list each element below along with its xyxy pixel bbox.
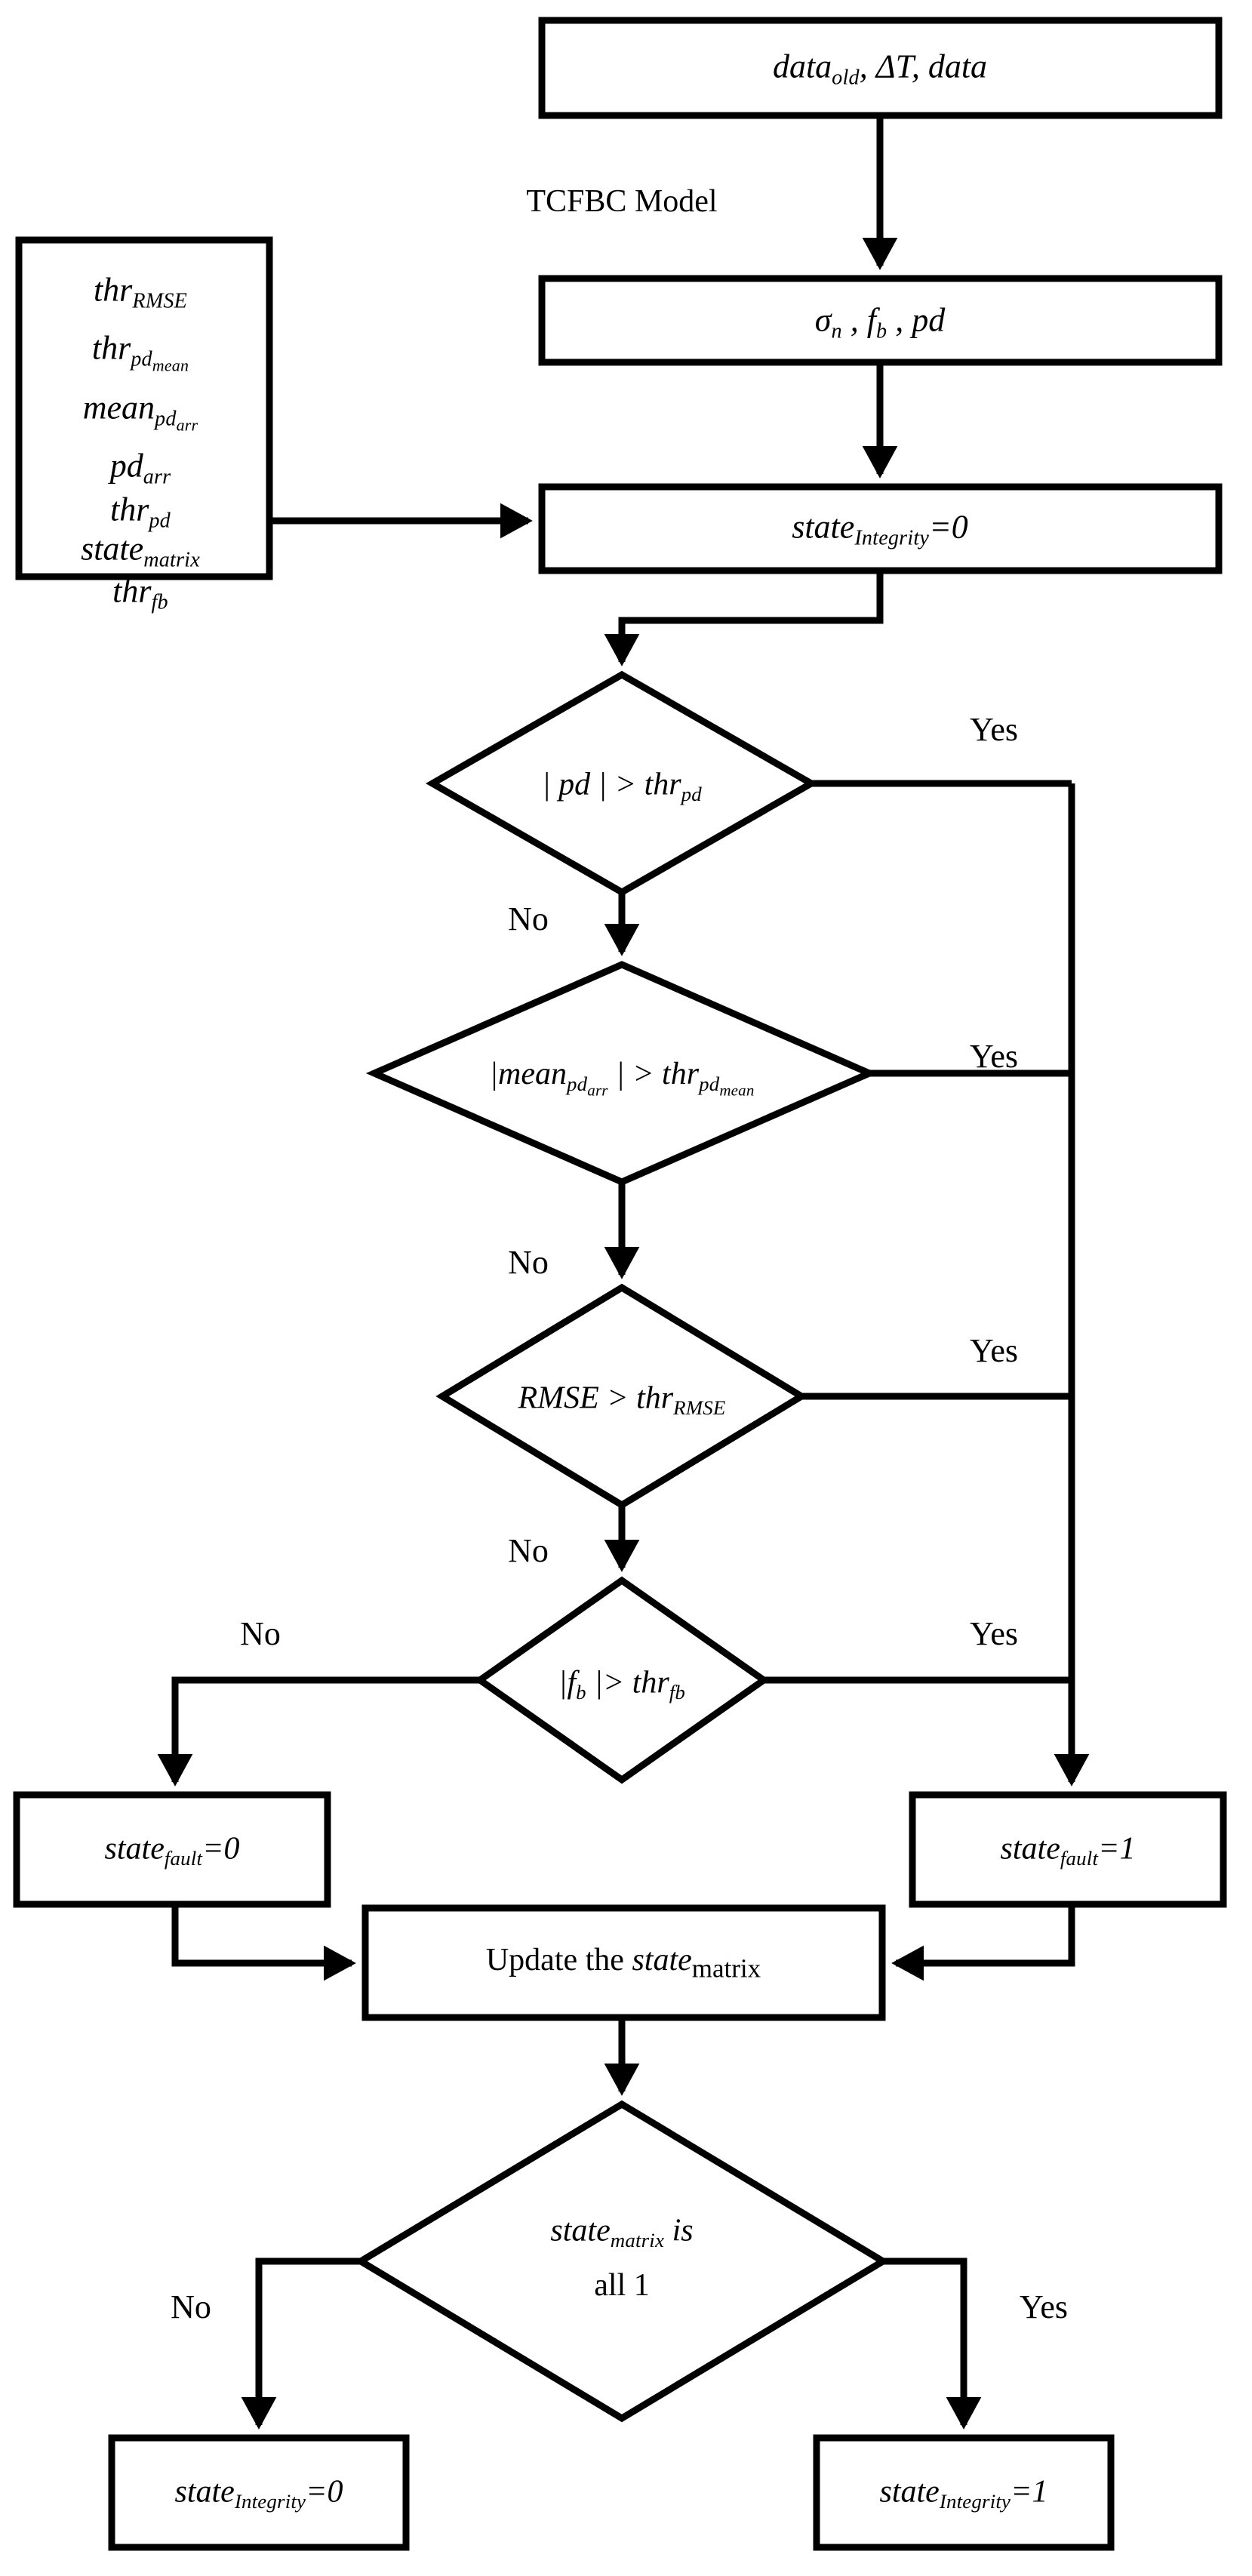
edge-label-rmse-no: No xyxy=(508,1531,549,1569)
tcfbc-model-label: TCFBC Model xyxy=(526,183,718,219)
integrity-one-box-label: stateIntegrity=1 xyxy=(879,2474,1048,2513)
fault-zero-box-label: statefault=0 xyxy=(104,1831,240,1870)
edge-fault-zero-to-update xyxy=(171,1904,356,1981)
decision-all-one-shape xyxy=(354,2100,890,2423)
decision-rmse-label: RMSE > thrRMSE xyxy=(518,1380,726,1420)
edge-fault-one-to-update xyxy=(891,1904,1075,1981)
edge-label-all-one-no: No xyxy=(171,2288,211,2325)
update-box-label: Update the statematrix xyxy=(485,1942,761,1984)
edge-init-to-decision-pd xyxy=(604,571,884,666)
param-item-mean-pd-arr: meanpdarr xyxy=(82,389,198,435)
init-box-label: stateIntegrity=0 xyxy=(792,508,968,550)
param-item-thr-rmse: thrRMSE xyxy=(93,271,188,313)
decision-fb-shape xyxy=(474,1576,770,1784)
fault-one-box-shape xyxy=(909,1791,1227,1908)
decision-all-one-line1: statematrix is xyxy=(550,2213,694,2252)
input-box-label: dataold, ΔT, data xyxy=(772,48,988,90)
integrity-one-box-shape xyxy=(813,2434,1115,2551)
edge-all-one-no xyxy=(241,2257,361,2430)
edge-label-mean-no: No xyxy=(508,1243,549,1281)
edge-fb-no-to-fault-zero xyxy=(157,1676,480,1787)
model-output-box-label: σn , fb , pd xyxy=(814,301,946,343)
edge-label-mean-yes: Yes xyxy=(969,1037,1019,1075)
fault-one-box-label: statefault=1 xyxy=(1000,1831,1136,1870)
edge-label-all-one-yes: Yes xyxy=(1019,2288,1069,2325)
decision-pd-label: | pd | > thrpd xyxy=(542,767,702,806)
param-item-thr-pd: thrpd xyxy=(110,491,171,533)
edge-label-fb-no: No xyxy=(240,1614,281,1652)
param-box-shape xyxy=(15,236,273,580)
integrity-zero-box-label: stateIntegrity=0 xyxy=(174,2474,343,2513)
decision-mean-label: |meanpdarr | > thrpdmean xyxy=(489,1057,755,1099)
edge-label-pd-no: No xyxy=(508,900,549,937)
edge-label-fb-yes: Yes xyxy=(969,1614,1019,1652)
param-item-pd-arr: pdarr xyxy=(109,447,171,489)
edge-label-pd-yes: Yes xyxy=(969,710,1019,748)
decision-fb-label: |fb |> thrfb xyxy=(558,1665,686,1704)
edge-label-rmse-yes: Yes xyxy=(969,1331,1019,1369)
integrity-zero-box-shape xyxy=(108,2434,410,2551)
decision-all-one-line2: all 1 xyxy=(594,2267,650,2303)
param-item-state-matrix: statematrix xyxy=(81,530,200,572)
edge-all-one-yes xyxy=(883,2257,982,2430)
param-item-thr-pd-mean: thrpdmean xyxy=(91,329,189,375)
param-item-thr-fb: thrfb xyxy=(112,572,168,614)
